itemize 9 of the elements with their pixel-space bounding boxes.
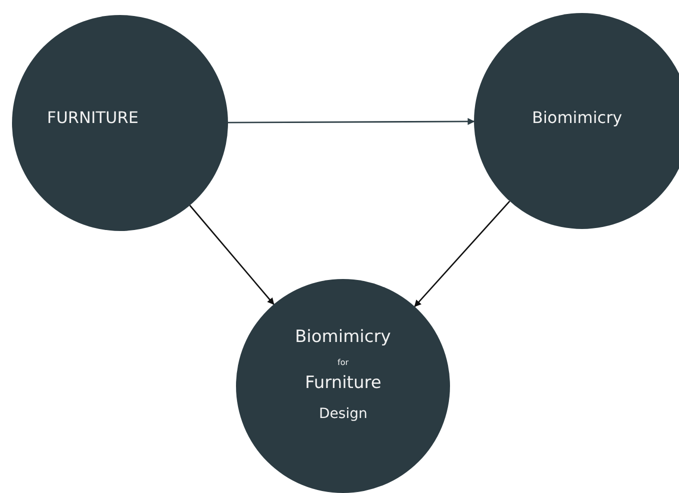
node-label: Furniture (305, 374, 382, 394)
arrow (414, 200, 510, 308)
node-label: Design (319, 406, 368, 422)
arrow (228, 118, 475, 125)
node-label: Biomimicry (532, 109, 622, 128)
arrow (189, 204, 274, 305)
node-label: for (338, 358, 348, 368)
node-label: FURNITURE (47, 109, 138, 128)
node-label: Biomimicry (295, 328, 391, 348)
